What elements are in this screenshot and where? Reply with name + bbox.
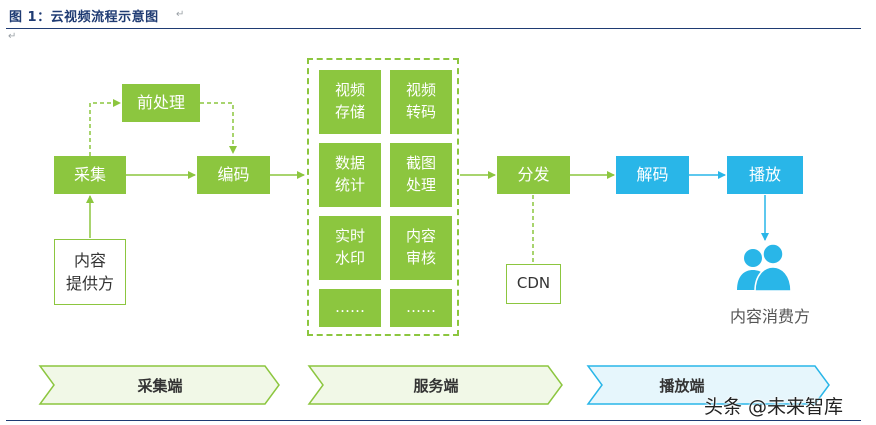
node-distribute: 分发 [497, 156, 570, 194]
node-cdn: CDN [506, 264, 561, 304]
watermark-text: 头条 @未来智库 [704, 396, 844, 418]
node-preprocess: 前处理 [122, 84, 200, 122]
figure-title: 图 1：云视频流程示意图 [9, 10, 159, 25]
node-encode: 编码 [197, 156, 270, 194]
arrow-collect-preprocess [89, 99, 121, 156]
arrow-preprocess-encode [200, 102, 237, 154]
phase-banner-play [586, 365, 830, 405]
service-video-storage: 视频 存储 [319, 70, 381, 134]
bottom-rule [6, 420, 861, 421]
service-more: …… [319, 289, 381, 327]
phase-label-collect: 采集端 [137, 377, 183, 395]
node-content-consumer: 内容消费方 [730, 307, 811, 326]
node-play: 播放 [727, 156, 803, 194]
node-content-provider: 内容 提供方 [54, 239, 126, 305]
title-rule [6, 28, 861, 29]
service-more: …… [390, 289, 452, 327]
phase-banner-service [307, 365, 563, 405]
service-content-review: 内容 审核 [390, 216, 452, 280]
phase-label-service: 服务端 [413, 377, 459, 395]
paragraph-mark-icon: ↵ [176, 9, 185, 20]
node-decode: 解码 [616, 156, 689, 194]
service-data-stats: 数据 统计 [319, 143, 381, 207]
service-group [307, 58, 459, 336]
paragraph-mark-icon: ↵ [8, 31, 17, 42]
service-realtime-watermark: 实时 水印 [319, 216, 381, 280]
phase-label-play: 播放端 [659, 377, 705, 395]
service-screenshot: 截图 处理 [390, 143, 452, 207]
service-video-transcode: 视频 转码 [390, 70, 452, 134]
phase-banner-collect [38, 365, 280, 405]
users-icon [737, 243, 792, 292]
node-collect: 采集 [54, 156, 126, 194]
